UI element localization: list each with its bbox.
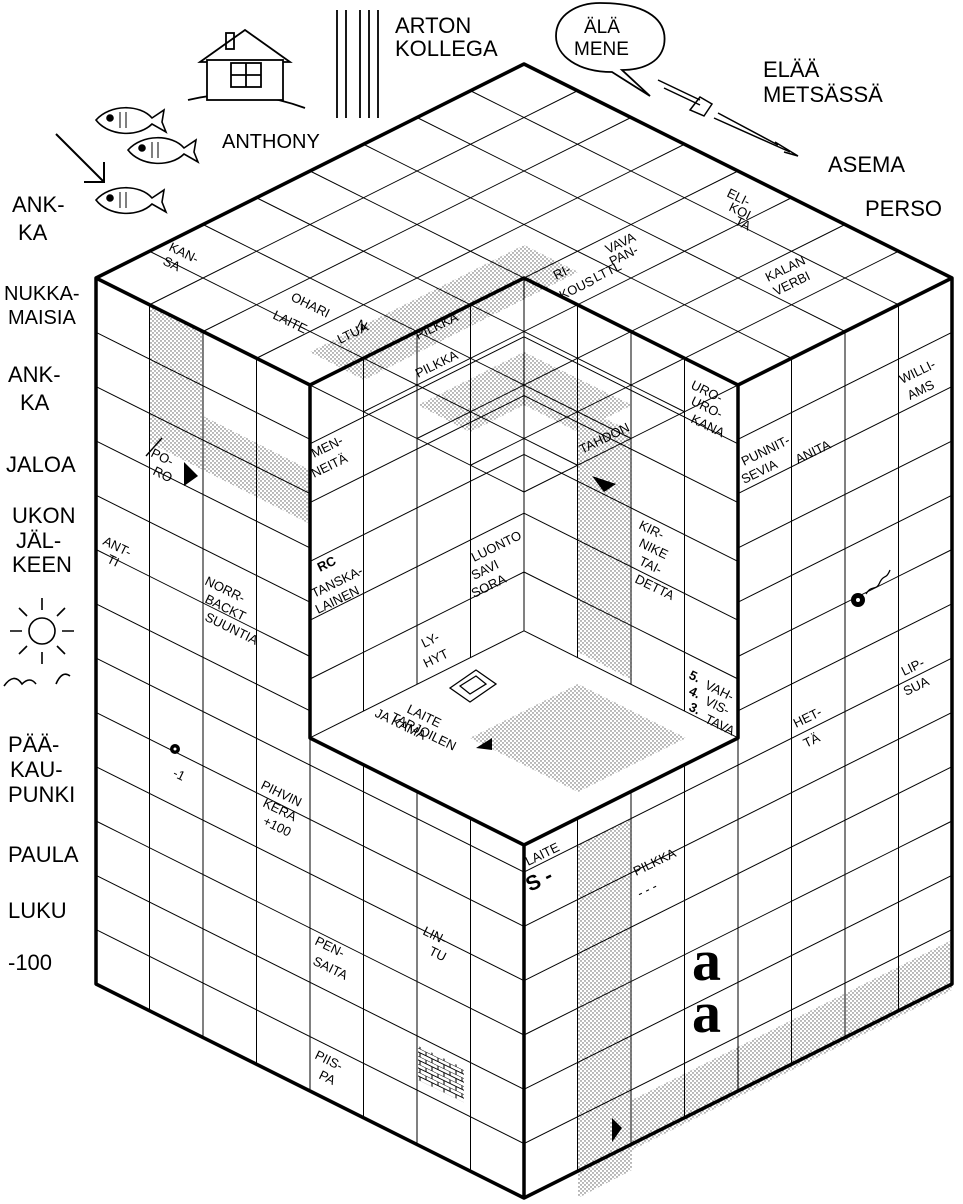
clue-text: RC (315, 553, 339, 575)
clue-text: DETTA (633, 571, 677, 603)
left-label: KAU- (10, 757, 63, 782)
eye-squiggle-icon (851, 569, 891, 607)
left-label: ANK- (8, 362, 61, 387)
fish-icon (94, 107, 200, 215)
sun-icon (3, 598, 74, 687)
elaa-label: ELÄÄ (763, 57, 820, 82)
letter-a-bottom: a (692, 980, 721, 1045)
arton-label: ARTON (395, 13, 471, 38)
anthony-label: ANTHONY (222, 131, 320, 153)
clue-text: TU (427, 943, 449, 964)
clue-text: LAITE (271, 307, 310, 336)
left-label: UKON (12, 503, 76, 528)
left-label: NUKKA- (4, 283, 80, 305)
strikethrough-mark (145, 437, 163, 457)
arrow-down-icon (592, 476, 616, 492)
left-label: JÄL- (16, 528, 61, 553)
clue-text: 3. (687, 699, 703, 717)
left-label: -100 (8, 950, 52, 975)
left-label: LUKU (8, 898, 67, 923)
clue-text: TA (733, 213, 754, 233)
clue-text: RI- (551, 262, 573, 283)
left-labels: ANK- KA NUKKA- MAISIA ANK- KA JALOA UKON… (4, 192, 80, 975)
clue-text: PA (317, 1067, 339, 1088)
arrow-right-icon (612, 1118, 622, 1142)
clue-text: SA (161, 253, 183, 274)
clue-text: LY- (419, 629, 442, 650)
left-label: KA (18, 220, 48, 245)
clue-text: SAITA (311, 953, 351, 983)
cube-outline (94, 62, 954, 1200)
left-label: PUNKI (8, 782, 75, 807)
vertical-lines-icon (336, 10, 379, 118)
left-label: PAULA (8, 842, 79, 867)
house-icon (187, 28, 306, 109)
left-label: KA (20, 390, 50, 415)
arrow-right-icon (184, 462, 198, 486)
clue-text: 4. (687, 683, 703, 701)
speech-bubble (555, 2, 666, 97)
dot-icon (170, 744, 180, 754)
clue-text: PILKKA (631, 845, 679, 879)
clue-text: HET- (791, 704, 824, 730)
asema-label: ASEMA (828, 152, 905, 177)
left-label: ANK- (12, 192, 65, 217)
kollega-label: KOLLEGA (395, 36, 498, 61)
diagonal-arrow-icon (55, 133, 105, 183)
left-label: MAISIA (8, 307, 76, 329)
clue-text: TAVA (703, 711, 738, 738)
clue-text: 5. (687, 667, 703, 685)
shaded-cells (150, 245, 952, 1198)
speech-line-2: MENE (574, 39, 629, 60)
left-label: KEEN (12, 552, 72, 577)
house-outline-icon (448, 669, 498, 703)
left-label: PÄÄ- (8, 732, 59, 757)
speech-line-1: ÄLÄ (584, 17, 620, 38)
perso-label: PERSO (865, 196, 942, 221)
clue-text: S - (522, 864, 556, 896)
arrow-icon (657, 79, 799, 157)
clue-text: -1 (171, 765, 188, 784)
left-label: JALOA (6, 452, 76, 477)
arrow-left-icon (476, 738, 492, 750)
brick-wall-icon (418, 1045, 464, 1103)
clue-text: RO (151, 463, 175, 485)
clue-text: ANITA (793, 437, 833, 467)
metsassa-label: METSÄSSÄ (763, 82, 883, 107)
clue-text: TÄ (801, 730, 823, 751)
clue-text: - - - (635, 878, 660, 900)
clue-text: LTTL (591, 258, 624, 284)
clue-text: TI (105, 551, 122, 570)
letter-a-top: a (692, 928, 721, 993)
clue-text: LUONTO (469, 528, 524, 565)
